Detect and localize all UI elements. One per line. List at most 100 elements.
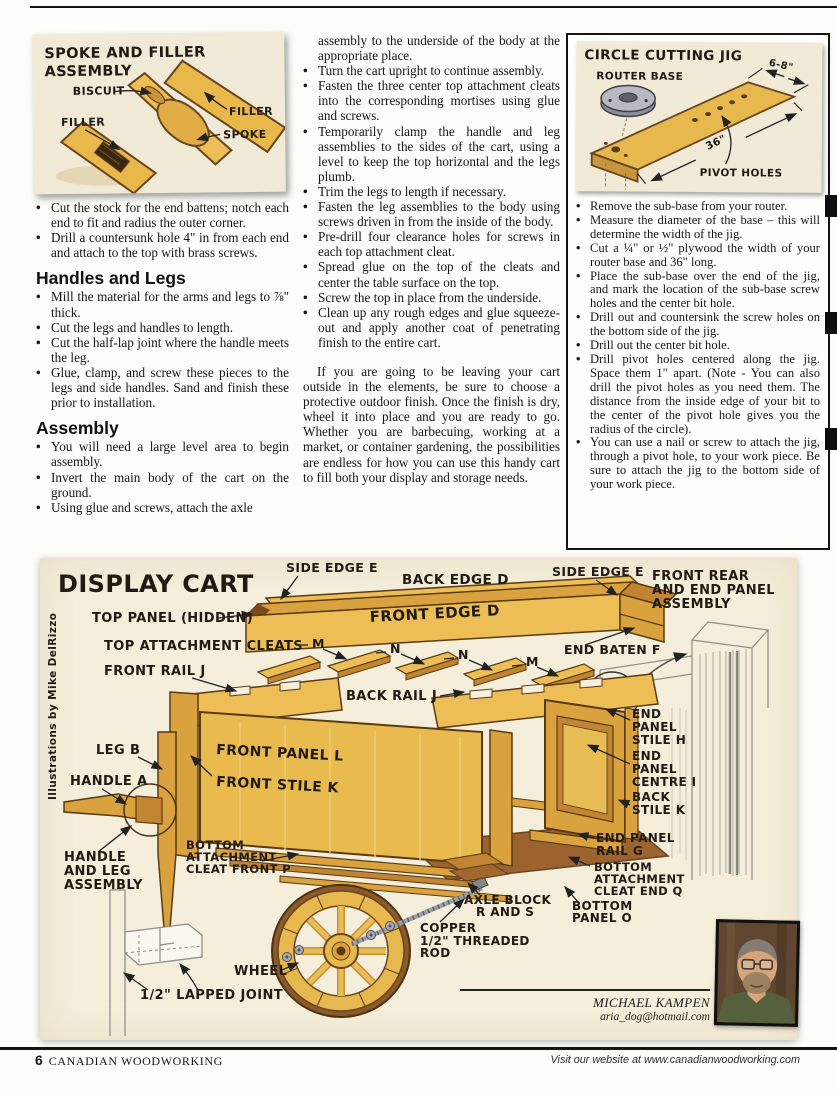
label-front-rear-assembly-2: AND END PANEL <box>652 583 775 598</box>
author-credit: MICHAEL KAMPEN aria_dog@hotmail.com <box>470 995 710 1023</box>
list-item: Glue, clamp, and screw these pieces to t… <box>36 365 289 410</box>
label-top-panel-hidden: TOP PANEL (HIDDEN) <box>92 611 253 626</box>
label-router-base: ROUTER BASE <box>596 70 683 83</box>
label-handle-a: HANDLE A <box>70 774 148 789</box>
list-item: Fasten the three center top attachment c… <box>303 78 560 123</box>
filler-piece-upper <box>163 59 287 154</box>
label-side-edge-e-left: SIDE EDGE E <box>286 560 378 575</box>
list-item: Cut a ¼" or ½" plywood the width of your… <box>576 241 820 270</box>
list-item: Mill the material for the arms and legs … <box>36 289 289 319</box>
label-back-rail-j: BACK RAIL J <box>346 689 437 704</box>
list-item: Turn the cart upright to continue assemb… <box>303 63 560 78</box>
author-email: aria_dog@hotmail.com <box>600 1011 710 1023</box>
author-photo <box>713 919 801 1027</box>
list-item: Using glue and screws, attach the axle <box>36 500 289 515</box>
label-end-panel-rail-g-2: RAIL G <box>596 844 643 858</box>
list-item: Clean up any rough edges and glue squeez… <box>303 305 560 350</box>
shirt <box>716 991 795 1024</box>
label-bottom-cleat-front-p-2: ATTACHMENT <box>186 850 277 864</box>
label-bottom-cleat-end-q-1: BOTTOM <box>594 860 652 874</box>
list-item: Spread glue on the top of the cleats and… <box>303 259 560 289</box>
jig-illustration-panel: CIRCLE CUTTING JIG ROUTER BASE 6-8" 36" … <box>575 41 823 193</box>
spoke-filler-illustration: SPOKE AND FILLER ASSEMBLY BISCUIT FILLER… <box>44 45 287 195</box>
label-end-panel-stile-h-3: STILE H <box>632 733 686 747</box>
list-item: You will need a large level area to begi… <box>36 439 289 469</box>
list-item: Drill out the center bit hole. <box>576 338 820 353</box>
label-bottom-cleat-front-p-3: CLEAT FRONT P <box>186 862 291 876</box>
label-front-rail-j: FRONT RAIL J <box>104 664 206 679</box>
pencil-corner-post-sketch <box>599 621 770 880</box>
label-front-panel-l: FRONT PANEL L <box>216 742 344 765</box>
list-item: Cut the half-lap joint where the handle … <box>36 335 289 365</box>
page-edge-tab <box>825 312 837 334</box>
bullet-list-assembly-cont: Turn the cart upright to continue assemb… <box>303 63 560 350</box>
label-back-edge-d: BACK EDGE D <box>402 572 509 588</box>
figure-title-line2: ASSEMBLY <box>44 63 132 80</box>
label-back-stile-k-2: STILE K <box>632 803 686 817</box>
list-item: Place the sub-base over the end of the j… <box>576 269 820 312</box>
label-end-baten-f: END BATEN F <box>564 642 661 657</box>
footer-website-link[interactable]: Visit our website at www.canadianwoodwor… <box>550 1054 800 1066</box>
label-bottom-cleat-end-q-3: CLEAT END Q <box>594 884 683 898</box>
label-end-panel-centre-i-1: END <box>632 749 661 763</box>
footer-rule <box>0 1047 837 1050</box>
top-rule <box>30 6 837 8</box>
continuation-text: assembly to the underside of the body at… <box>318 33 560 64</box>
label-bottom-panel-o-1: BOTTOM <box>572 899 633 913</box>
jig-illustration: CIRCLE CUTTING JIG ROUTER BASE 6-8" 36" … <box>584 47 809 190</box>
list-item: Remove the sub-base from your router. <box>576 199 820 214</box>
list-item: Invert the main body of the cart on the … <box>36 470 289 500</box>
label-filler-left: FILLER <box>61 116 105 129</box>
label-lapped-joint: 1/2" LAPPED JOINT <box>140 988 283 1003</box>
label-end-panel-rail-g-1: END PANEL <box>596 831 675 845</box>
page-number: 6 <box>35 1052 43 1068</box>
axle-rod-and-blocks <box>282 852 510 962</box>
label-bottom-cleat-front-p-1: BOTTOM <box>186 838 244 852</box>
footer-left: 6 CANADIAN WOODWORKING <box>35 1052 223 1070</box>
list-item: Drill pivot holes centered along the jig… <box>576 352 820 436</box>
magazine-name: CANADIAN WOODWORKING <box>48 1054 223 1068</box>
heading-assembly: Assembly <box>36 418 119 439</box>
beard <box>742 971 771 994</box>
washers <box>282 921 395 962</box>
jig-bullet-list: Remove the sub-base from your router. Me… <box>576 199 820 492</box>
label-copper-rod-2: 1/2" THREADED <box>420 934 530 948</box>
label-handle-leg-assembly-3: ASSEMBLY <box>64 878 143 893</box>
label-pivot-holes: PIVOT HOLES <box>700 167 783 180</box>
label-front-rear-assembly-1: FRONT REAR <box>652 569 749 584</box>
list-item: You can use a nail or screw to attach th… <box>576 436 820 492</box>
list-item: Cut the stock for the end battens; notch… <box>36 200 289 230</box>
label-side-edge-e-right: SIDE EDGE E <box>552 564 644 579</box>
figure-title-line1: SPOKE AND FILLER <box>44 45 205 63</box>
closing-paragraph: If you are going to be leaving your cart… <box>303 363 560 485</box>
jig-board <box>589 81 797 190</box>
label-handle-leg-assembly-2: AND LEG <box>64 864 131 879</box>
label-handle-leg-assembly-1: HANDLE <box>64 850 126 865</box>
list-item: Drill a countersunk hole 4" in from each… <box>36 230 289 260</box>
hair <box>737 939 778 962</box>
handle-leg-assembly <box>63 731 177 929</box>
label-copper-rod-1: COPPER <box>420 921 476 935</box>
display-cart-illustration: DISPLAY CART Illustrations by Mike DelRi… <box>47 560 775 1036</box>
router-base-disc <box>600 84 656 138</box>
label-bottom-panel-o-2: PANEL O <box>572 911 632 925</box>
bullet-list-handles: Mill the material for the arms and legs … <box>36 289 289 410</box>
left-column: Cut the stock for the end battens; notch… <box>36 200 289 515</box>
list-item: Fasten the leg assemblies to the body us… <box>303 199 560 229</box>
page-edge-tab <box>825 195 837 217</box>
wheel-illustration <box>271 884 411 1018</box>
author-portrait <box>716 922 798 1024</box>
display-cart-figure: DISPLAY CART Illustrations by Mike DelRi… <box>40 558 801 1040</box>
dimension-6-8: 6-8" <box>747 58 809 94</box>
filler-piece-lower <box>59 120 158 195</box>
label-cleat-m2: M <box>526 654 539 669</box>
spoke-filler-figure: SPOKE AND FILLER ASSEMBLY BISCUIT FILLER… <box>32 31 287 195</box>
jig-title: CIRCLE CUTTING JIG <box>584 47 742 64</box>
cart-body <box>169 691 670 903</box>
label-cleat-n1: N <box>390 641 401 656</box>
circle-cutting-jig-sidebar: CIRCLE CUTTING JIG ROUTER BASE 6-8" 36" … <box>566 33 830 550</box>
cart-title: DISPLAY CART <box>58 570 254 598</box>
label-filler-right: FILLER <box>229 105 273 118</box>
list-item: Screw the top in place from the undersid… <box>303 290 560 305</box>
